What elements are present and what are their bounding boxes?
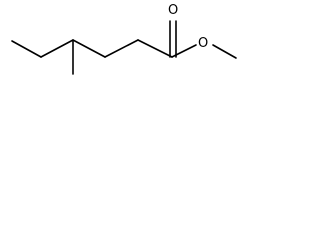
molecule-structure: O O: [11, 3, 237, 75]
ester-oxygen-label: O: [198, 36, 208, 51]
structure-canvas: O O: [0, 0, 250, 112]
bond-c3-c4: [72, 39, 106, 58]
bond-c2-c3: [40, 39, 74, 58]
bond-c1-c2: [11, 40, 42, 58]
bond-c4-c5: [104, 39, 139, 58]
bond-c5-c6: [137, 39, 173, 58]
bond-c6-ester-oxygen: [171, 44, 197, 58]
carbonyl-oxygen-label: O: [168, 3, 178, 18]
bond-ester-oxygen-methyl: [212, 44, 237, 59]
